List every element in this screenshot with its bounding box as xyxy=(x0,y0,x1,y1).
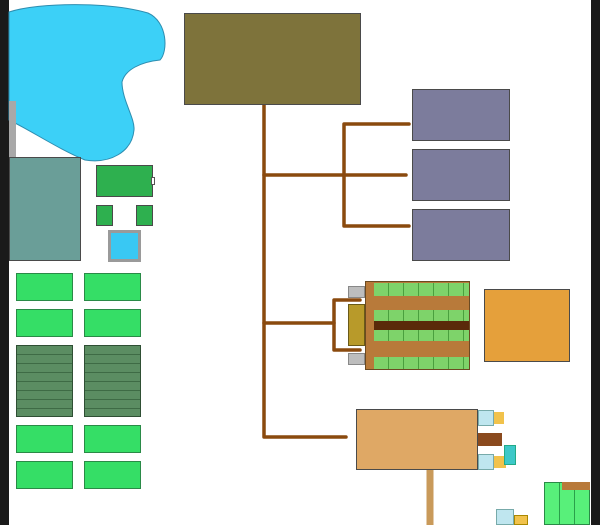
factory-intake-cap-bottom xyxy=(348,353,365,365)
grass-field[interactable] xyxy=(16,461,73,489)
teal-warehouse[interactable] xyxy=(9,157,81,261)
factory-cell-row xyxy=(374,283,469,296)
map-edge-left xyxy=(0,0,9,525)
grass-field[interactable] xyxy=(84,461,141,489)
grass-field[interactable] xyxy=(84,425,141,453)
green-shed[interactable] xyxy=(96,165,153,197)
grass-field[interactable] xyxy=(16,425,73,453)
grass-field[interactable] xyxy=(16,309,73,337)
conveyor-fork-mid xyxy=(332,298,362,352)
tan-attachment xyxy=(494,412,504,424)
tan-attachment xyxy=(478,454,494,470)
crop-field[interactable] xyxy=(84,345,141,417)
hub-building[interactable] xyxy=(184,13,361,105)
storage-block[interactable] xyxy=(412,149,510,201)
conveyor-fork-top xyxy=(342,122,411,228)
map-edge-right xyxy=(591,0,600,525)
factory-belt xyxy=(374,321,469,330)
factory-intake-cap-top xyxy=(348,286,365,298)
storage-block[interactable] xyxy=(412,89,510,141)
factory-cell-row xyxy=(374,357,469,369)
tan-attachment xyxy=(504,445,516,465)
grass-field[interactable] xyxy=(84,309,141,337)
tan-warehouse[interactable] xyxy=(356,409,478,470)
module-header xyxy=(562,482,590,490)
small-crate[interactable] xyxy=(514,515,528,525)
tan-attachment xyxy=(478,433,502,446)
factory-cell-row xyxy=(374,310,469,321)
tan-attachment xyxy=(494,456,506,468)
factory-module[interactable] xyxy=(365,281,470,370)
dock-pillar xyxy=(9,101,16,164)
conveyor-trunk xyxy=(262,103,348,439)
tan-attachment xyxy=(478,410,494,426)
grass-field[interactable] xyxy=(16,273,73,301)
water-tank[interactable] xyxy=(108,230,141,262)
green-box-right[interactable] xyxy=(136,205,153,226)
storage-block[interactable] xyxy=(412,209,510,261)
factory-cell-row xyxy=(374,330,469,341)
factory-intake[interactable] xyxy=(348,304,365,346)
green-box-left[interactable] xyxy=(96,205,113,226)
grass-field[interactable] xyxy=(84,273,141,301)
small-crate[interactable] xyxy=(496,509,514,525)
orange-warehouse[interactable] xyxy=(484,289,570,362)
shed-door xyxy=(151,177,155,185)
crop-field[interactable] xyxy=(16,345,73,417)
